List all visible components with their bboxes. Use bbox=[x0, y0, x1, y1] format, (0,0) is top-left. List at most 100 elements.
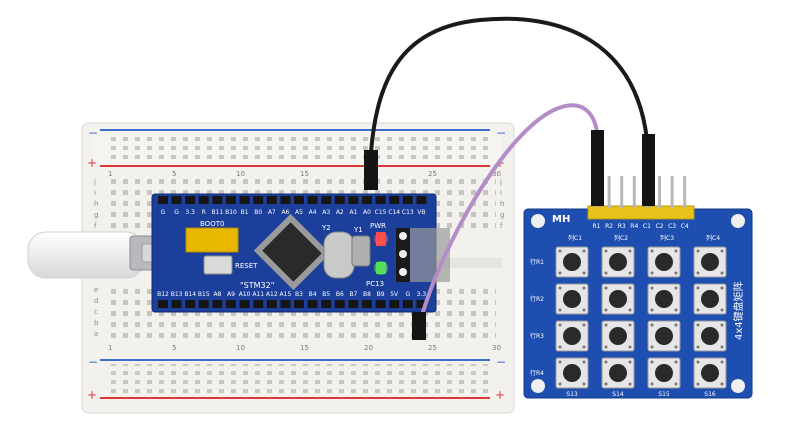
keypad-key[interactable] bbox=[555, 357, 589, 389]
keypad-column-label: 列C2 bbox=[614, 234, 628, 242]
keypad-pin-label: R2 bbox=[605, 223, 613, 230]
keypad-key[interactable] bbox=[601, 283, 635, 315]
row-letter: b bbox=[94, 319, 99, 327]
keypad-key[interactable] bbox=[693, 320, 727, 352]
header-pin bbox=[171, 196, 182, 204]
top-pin-label: B11 bbox=[212, 209, 224, 216]
keypad-key[interactable] bbox=[601, 246, 635, 278]
purple-wire bbox=[418, 103, 600, 323]
column-number: 15 bbox=[300, 344, 309, 352]
keypad-key[interactable] bbox=[555, 283, 589, 315]
top-pin-header bbox=[158, 196, 427, 204]
row-letter: h bbox=[94, 200, 98, 208]
top-pin-label: A7 bbox=[268, 209, 276, 216]
top-pin-label: B1 bbox=[241, 209, 249, 216]
row-letter: f bbox=[500, 222, 503, 230]
keypad-pin-label: R3 bbox=[618, 223, 626, 230]
keypad-key[interactable] bbox=[693, 357, 727, 389]
keypad-key[interactable] bbox=[555, 246, 589, 278]
reset-button[interactable] bbox=[203, 255, 233, 275]
top-pin-label: C14 bbox=[388, 209, 400, 216]
keypad-key[interactable] bbox=[647, 320, 681, 352]
keypad-column-label: 列C4 bbox=[706, 234, 720, 242]
row-letter: f bbox=[94, 222, 97, 230]
keypad-key[interactable] bbox=[601, 357, 635, 389]
header-pin bbox=[253, 300, 264, 308]
rail-minus-top-left: − bbox=[88, 126, 98, 140]
header-pin bbox=[158, 300, 168, 308]
header-pin bbox=[198, 300, 209, 308]
header-pin bbox=[389, 196, 400, 204]
bottom-pin-label: A9 bbox=[227, 291, 235, 298]
top-pin-label: B0 bbox=[254, 209, 262, 216]
top-pin-label: A5 bbox=[295, 209, 303, 216]
keypad-column-label: 列C3 bbox=[660, 234, 674, 242]
keypad-bottom-label: S16 bbox=[704, 391, 716, 398]
rail-plus-bottom-right: + bbox=[495, 388, 505, 402]
header-pin bbox=[416, 196, 427, 204]
bottom-pin-label: B8 bbox=[363, 291, 371, 298]
header-pin bbox=[362, 300, 372, 308]
keypad-row-label: 行R1 bbox=[530, 258, 544, 266]
keypad-key[interactable] bbox=[647, 357, 681, 389]
header-pin bbox=[321, 196, 332, 204]
keypad-pin bbox=[632, 176, 636, 208]
keypad-pin bbox=[607, 176, 611, 208]
header-pin bbox=[334, 196, 345, 204]
keypad-pin-label: R4 bbox=[630, 223, 638, 230]
keypad-key[interactable] bbox=[647, 246, 681, 278]
top-pin-label: VB bbox=[417, 209, 425, 216]
row-letter: d bbox=[94, 297, 98, 305]
top-pin-label: G bbox=[161, 209, 166, 216]
row-letter: h bbox=[500, 200, 504, 208]
header-pin bbox=[280, 196, 291, 204]
header-pin bbox=[348, 300, 359, 308]
keypad-key[interactable] bbox=[647, 283, 681, 315]
keypad-pin-label: C4 bbox=[681, 223, 689, 230]
bottom-pin-label: B9 bbox=[377, 291, 385, 298]
row-letter: a bbox=[94, 330, 98, 338]
keypad-key[interactable] bbox=[555, 320, 589, 352]
header-pin bbox=[158, 196, 168, 204]
top-pin-label: A6 bbox=[281, 209, 289, 216]
keypad-header-pins bbox=[595, 176, 687, 208]
row-letter: i bbox=[500, 189, 502, 197]
keypad-pin bbox=[683, 176, 687, 208]
bottom-pin-label: B12 bbox=[157, 291, 169, 298]
column-number: 15 bbox=[300, 170, 309, 178]
rail-plus-top-left: + bbox=[87, 156, 97, 170]
keypad-key[interactable] bbox=[693, 283, 727, 315]
rail-minus-bottom-right: − bbox=[496, 355, 506, 369]
header-pin bbox=[375, 300, 386, 308]
bottom-pin-label: B13 bbox=[171, 291, 183, 298]
crystal-y2-label: Y2 bbox=[321, 224, 331, 232]
keypad-key[interactable] bbox=[693, 246, 727, 278]
header-pin bbox=[307, 300, 318, 308]
bottom-pin-header bbox=[158, 300, 427, 308]
column-number: 25 bbox=[428, 170, 437, 178]
keypad-brand: MH bbox=[552, 214, 570, 225]
row-letter: c bbox=[94, 308, 98, 316]
column-number: 30 bbox=[492, 170, 501, 178]
bottom-pin-label: 3.3 bbox=[417, 291, 427, 298]
boot-label: BOOT0 bbox=[200, 220, 224, 228]
bottom-pin-label: B3 bbox=[295, 291, 303, 298]
keypad-key[interactable] bbox=[601, 320, 635, 352]
bottom-pin-label: A15 bbox=[280, 291, 292, 298]
boot-jumper[interactable] bbox=[185, 227, 239, 253]
keypad-bottom-label: S13 bbox=[566, 391, 578, 398]
mcu-chip bbox=[253, 213, 331, 291]
header-pin bbox=[185, 196, 196, 204]
row-letter: j bbox=[93, 178, 96, 186]
column-number: 5 bbox=[172, 344, 176, 352]
keypad-column-label: 列C1 bbox=[568, 234, 582, 242]
reset-label: RESET bbox=[235, 262, 258, 270]
bottom-pin-label: 5V bbox=[390, 291, 399, 298]
bottom-pin-label: B15 bbox=[198, 291, 210, 298]
bottom-pin-label: A11 bbox=[252, 291, 264, 298]
